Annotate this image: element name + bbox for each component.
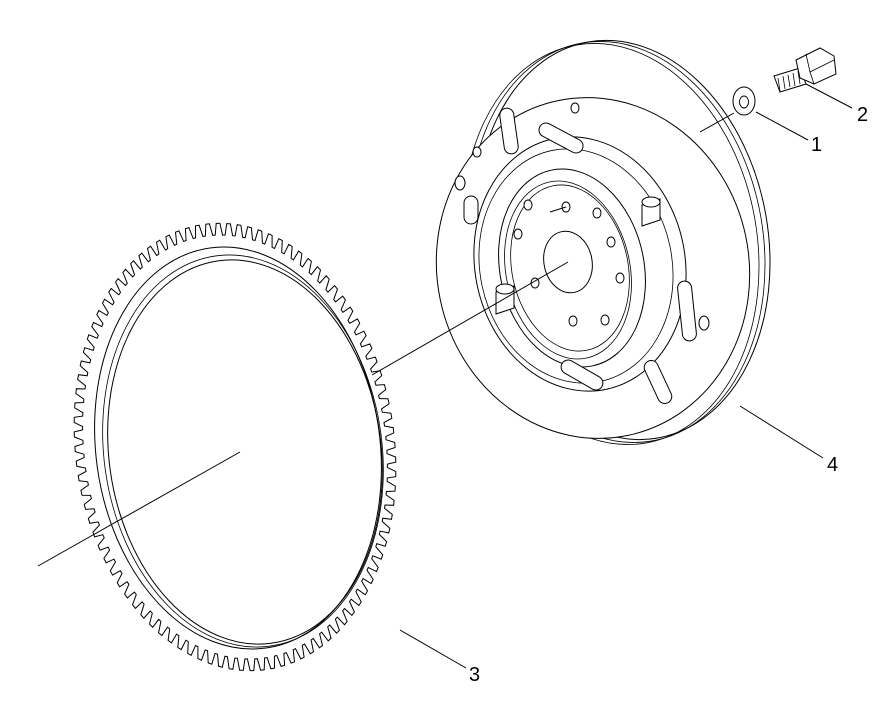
callout-label-4: 4 — [827, 454, 838, 476]
bolt — [773, 47, 837, 93]
callout-2: 2 — [805, 83, 868, 126]
assembly-axis — [37, 112, 735, 567]
face-hole — [472, 146, 482, 158]
callout-label-3: 3 — [469, 664, 480, 686]
face-hole — [698, 315, 710, 331]
face-hole — [570, 102, 580, 114]
callout-3: 3 — [399, 629, 480, 686]
dowel-pin — [495, 283, 515, 315]
slotted-holes — [463, 107, 697, 405]
face-hole — [454, 175, 466, 191]
callout-1: 1 — [755, 111, 822, 156]
callout-label-1: 1 — [811, 134, 822, 156]
flywheel — [435, 39, 771, 445]
washer — [732, 86, 756, 116]
callout-label-2: 2 — [857, 104, 868, 126]
ring-gear — [73, 222, 397, 672]
gear-teeth — [73, 222, 397, 672]
callout-4: 4 — [739, 405, 838, 476]
dowel-pin — [641, 196, 661, 227]
